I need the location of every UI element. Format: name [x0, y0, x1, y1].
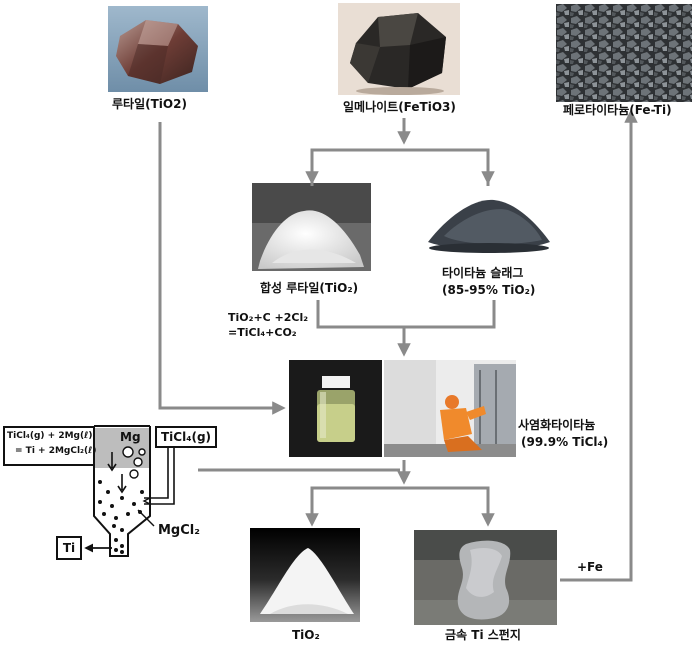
- reactor-equation-line2: = Ti + 2MgCl₂(ℓ): [15, 446, 97, 456]
- ticl4-feed-pipe: [144, 442, 169, 499]
- tio2-powder-photo: [250, 528, 360, 622]
- ti-output-box: Ti: [56, 536, 82, 560]
- tio2-product-label: TiO₂: [292, 628, 320, 642]
- titanium-slag-grade: (85-95% TiO₂): [442, 283, 536, 297]
- ferrotitanium-label: 페로타이타늄(Fe-Ti): [563, 103, 672, 117]
- ticl4-liquid-photo: [289, 360, 382, 457]
- synthetic-rutile-label: 합성 루타일(TiO₂): [260, 281, 359, 295]
- ferrotitanium-photo: [556, 4, 692, 102]
- mgcl2-label: MgCl₂: [158, 523, 200, 538]
- synthetic-rutile-photo: [252, 183, 371, 271]
- titanium-slag-photo: [424, 190, 554, 260]
- fe-addition-label: +Fe: [577, 560, 603, 574]
- reactor-schematic: [93, 425, 175, 557]
- chlorination-equation-line1: TiO₂+C +2Cl₂: [228, 311, 309, 324]
- ticl4-handling-photo: [384, 360, 516, 457]
- chlorination-equation-line2: =TiCl₄+CO₂: [228, 326, 297, 339]
- ticl4-flow-arrow-icon: [142, 497, 151, 505]
- arrow-rutile-to-ticl4: [158, 122, 286, 415]
- reactor-equation-line1: TiCl₄(g) + 2Mg(ℓ): [7, 431, 93, 441]
- arrow-sponge-to-ferrotitanium: [560, 109, 638, 582]
- ticl4-grade: (99.9% TiCl₄): [521, 435, 609, 449]
- rutile-label: 루타일(TiO2): [112, 97, 187, 111]
- ticl4-input-box: TiCl₄(g): [155, 426, 218, 448]
- ti-sponge-photo: [414, 530, 557, 625]
- ticl4-name: 사염화타이타늄: [518, 418, 596, 432]
- down-arrow-icon: [117, 474, 127, 494]
- rutile-photo: [108, 6, 208, 92]
- bubble-icons: [122, 446, 146, 479]
- arrow-split-products: [310, 486, 490, 522]
- ti-sponge-label: 금속 Ti 스펀지: [445, 628, 521, 642]
- reactor-equation-box: TiCl₄(g) + 2Mg(ℓ) = Ti + 2MgCl₂(ℓ): [3, 426, 97, 466]
- mg-label: Mg: [120, 430, 141, 444]
- arrow-merge-to-chlorination: [316, 300, 496, 329]
- arrow-ilmenite-split: [310, 148, 490, 186]
- ilmenite-photo: [338, 3, 460, 95]
- ilmenite-label: 일메나이트(FeTiO3): [343, 100, 456, 114]
- mgcl2-pointer-line: [137, 509, 155, 527]
- ticl4-feed-pipe: [144, 442, 175, 505]
- down-arrow-icon: [107, 452, 117, 472]
- titanium-slag-name: 타이타늄 슬래그: [442, 266, 524, 280]
